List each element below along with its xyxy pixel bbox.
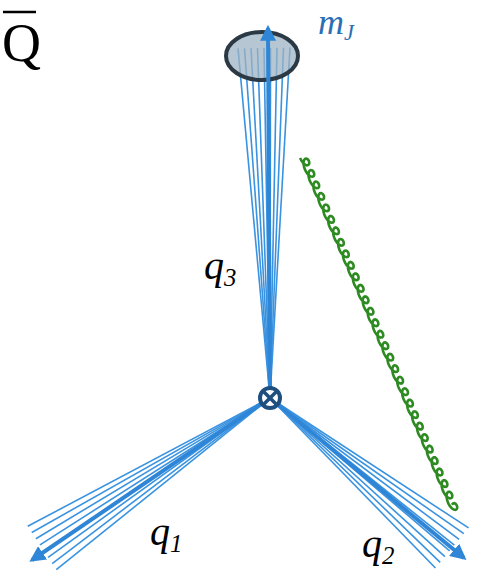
jet-track xyxy=(56,398,270,570)
jet-track xyxy=(270,398,435,568)
jet-mass-label: mJ xyxy=(318,4,354,45)
jet-track xyxy=(270,398,469,528)
jet-track xyxy=(52,398,270,564)
jet-track xyxy=(245,48,270,398)
overline xyxy=(3,11,36,14)
vertex xyxy=(260,388,280,408)
jet-axis-arrow xyxy=(32,398,270,560)
jet-track xyxy=(270,48,290,398)
gluon xyxy=(300,158,457,510)
jets xyxy=(28,48,469,570)
jet-track xyxy=(28,398,270,526)
scale-symbol: Q xyxy=(2,16,41,70)
jet-track xyxy=(270,398,464,534)
momentum-label: q3 xyxy=(204,246,236,291)
jet-track xyxy=(238,48,270,398)
jet-axis-arrow xyxy=(268,28,270,398)
jet-track xyxy=(270,48,283,398)
jet-axes xyxy=(32,28,464,560)
momentum-label: q1 xyxy=(150,512,182,557)
momentum-label: q2 xyxy=(362,524,394,569)
jet-mass-blob xyxy=(226,32,298,80)
